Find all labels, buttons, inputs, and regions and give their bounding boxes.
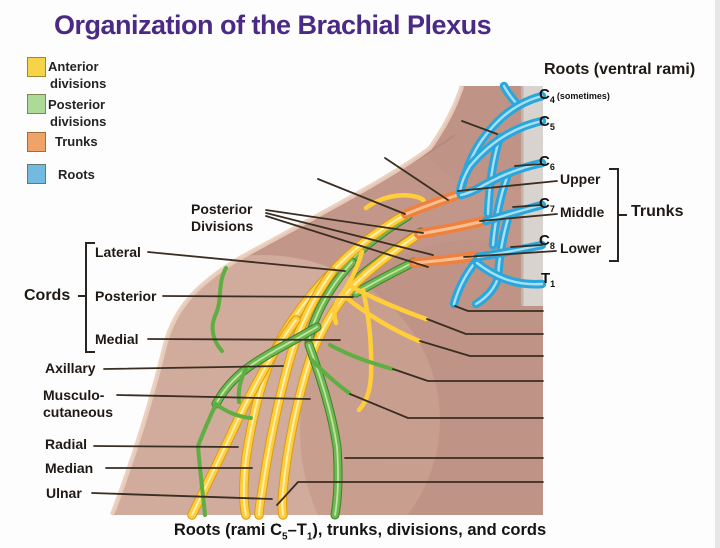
root-label-c7: C7 [539, 195, 555, 214]
root-label-c5: C5 [539, 113, 555, 132]
roots-heading: Roots (ventral rami) [544, 61, 696, 78]
trunk-label-lower: Lower [560, 240, 602, 256]
nerve-label-ulnar: Ulnar [46, 485, 82, 501]
nerve-label-median: Median [45, 460, 94, 476]
legend-label: Posterior [48, 97, 106, 112]
nerve-label-musculocutaneous: Musculo- cutaneous [43, 387, 114, 420]
root-label-c4: C4(sometimes) [539, 86, 610, 105]
legend-label: Roots [58, 167, 95, 182]
legend-label: divisions [50, 114, 107, 129]
cord-label-medial: Medial [95, 331, 139, 347]
nerve-label-radial: Radial [45, 436, 88, 452]
page-title: Organization of the Brachial Plexus [54, 10, 492, 40]
trunk-label-upper: Upper [560, 171, 601, 187]
figure-caption: Roots (rami C5–T1), trunks, divisions, a… [173, 521, 547, 543]
cord-label-lateral: Lateral [95, 244, 141, 260]
legend-swatch-roots [27, 164, 46, 184]
legend-swatch-trunks [27, 132, 46, 152]
trunk-label-middle: Middle [560, 204, 605, 220]
legend-label: divisions [50, 76, 107, 91]
leader-lines [78, 120, 627, 506]
trunks-bracket [609, 168, 627, 262]
cords-bracket-label: Cords [24, 287, 71, 304]
cords-bracket [78, 242, 95, 353]
legend-label: Anterior [48, 59, 99, 74]
trunks-bracket-label: Trunks [631, 203, 684, 220]
legend-swatch-anterior-divisions [27, 57, 46, 77]
cord-label-posterior: Posterior [95, 288, 157, 304]
skin-shape [109, 85, 543, 516]
nerve-label-axillary: Axillary [45, 360, 96, 376]
posterior-divisions-label: Posterior Divisions [191, 201, 254, 234]
legend-label: Trunks [55, 134, 98, 149]
legend-swatch-posterior-divisions [27, 94, 46, 114]
root-label-c6: C6 [539, 153, 555, 172]
root-label-c8: C8 [539, 232, 555, 251]
image-edge-strip [715, 0, 720, 548]
root-label-t1: T1 [541, 270, 556, 289]
